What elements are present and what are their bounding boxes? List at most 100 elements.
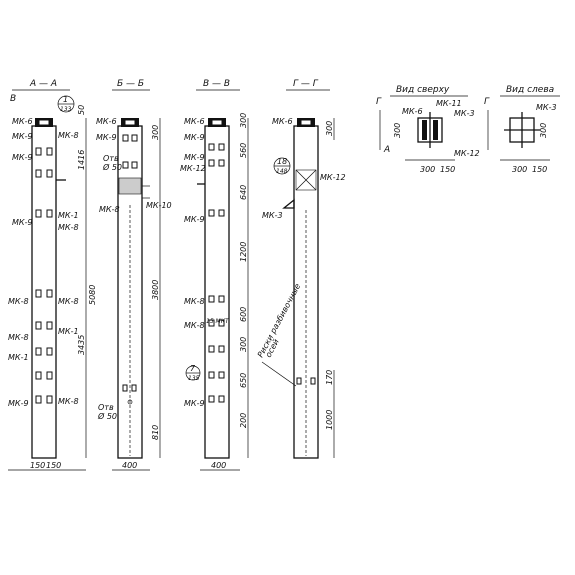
label-mk: МК-3 xyxy=(536,103,557,112)
embed-part xyxy=(35,371,42,380)
embed-part xyxy=(122,134,129,142)
section-mark: В xyxy=(10,94,16,104)
cap-opening xyxy=(211,119,223,126)
dim-value: 1200 xyxy=(239,242,248,262)
embed-part xyxy=(122,384,128,392)
plan-part xyxy=(433,120,438,140)
embed-part xyxy=(208,395,215,403)
dim-value: 400 xyxy=(211,461,226,470)
embed-part xyxy=(35,209,42,218)
label-mk: МК-8 xyxy=(58,297,79,306)
embed-part xyxy=(218,319,225,327)
embed-part xyxy=(46,169,53,178)
view-gg: Г — Г 18 148 МК-6 МК-12 МК-3 Риски разби… xyxy=(256,79,346,459)
dim-value: 300 xyxy=(512,165,527,174)
label-mk: МК-9 xyxy=(12,153,33,162)
dim-value: 400 xyxy=(122,461,137,470)
embed-part xyxy=(208,345,215,353)
side-view: Вид слева МК-3 300 300 150 xyxy=(500,85,560,174)
cut-note: Риски разбивочные xyxy=(256,282,303,359)
side-view-title: Вид слева xyxy=(506,85,554,95)
callout-top: 18 xyxy=(277,157,287,166)
dim-value: 150 xyxy=(30,461,45,470)
dim-value: 300 xyxy=(239,113,248,128)
embed-part xyxy=(218,371,225,379)
label-mk: МК-6 xyxy=(96,117,117,126)
embed-part xyxy=(46,147,53,156)
dim-value: 3435 xyxy=(77,335,86,355)
embed-part xyxy=(35,169,42,178)
embed-part xyxy=(218,345,225,353)
embed-part xyxy=(46,289,53,298)
label-mk: МК-12 xyxy=(180,164,206,173)
cap-opening xyxy=(300,119,312,126)
view-aa-title: А — А xyxy=(29,79,57,89)
ref-note: 15 МКТ xyxy=(206,318,230,325)
embed-part xyxy=(208,209,215,217)
embed-part xyxy=(208,295,215,303)
section-mark: Г xyxy=(376,97,382,107)
view-aa: А — А В 1 133 МК-6 МК-9 МК-9 МК-9 М xyxy=(8,79,97,471)
console xyxy=(282,198,295,209)
top-view-title: Вид сверху xyxy=(396,85,450,95)
label-mk: МК-8 xyxy=(184,321,205,330)
dim-value: 650 xyxy=(239,373,248,388)
label-mk: МК-8 xyxy=(184,297,205,306)
label-mk: МК-11 xyxy=(436,99,462,108)
embed-part xyxy=(131,384,137,392)
embed-plate xyxy=(295,169,317,191)
callout-top: 7 xyxy=(190,364,196,373)
dim-value: 170 xyxy=(325,370,334,385)
section-mark: А xyxy=(383,145,390,155)
dim-value: 600 xyxy=(239,307,248,322)
label-mk: МК-10 xyxy=(146,201,172,210)
hole-mark xyxy=(127,399,133,405)
embed-part xyxy=(208,143,215,151)
label-mk: МК-8 xyxy=(8,333,29,342)
label-mk: МК-8 xyxy=(58,131,79,140)
cap-opening xyxy=(38,119,50,126)
dim-value: 300 xyxy=(151,125,160,140)
dim-value: 300 xyxy=(539,123,548,138)
callout-bottom: 148 xyxy=(276,168,288,175)
callout-top: 1 xyxy=(63,95,68,104)
label-mk: МК-8 xyxy=(58,223,79,232)
hole-note: Ø 50 xyxy=(97,411,117,421)
embed-part xyxy=(131,134,138,142)
embed-part xyxy=(208,371,215,379)
section-mark: Г xyxy=(484,97,490,107)
hole-note: Отв xyxy=(98,403,114,412)
embed-part xyxy=(46,347,53,356)
embed-part xyxy=(35,321,42,330)
label-mk: МК-3 xyxy=(262,211,283,220)
embed-part xyxy=(218,143,225,151)
dim-value: 5080 xyxy=(88,285,97,305)
embed-part xyxy=(35,347,42,356)
embed-part xyxy=(310,377,316,385)
label-mk: МК-9 xyxy=(184,215,205,224)
embed-part xyxy=(218,159,225,167)
dim-value: 1000 xyxy=(325,410,334,430)
dim-value: 640 xyxy=(239,185,248,200)
hole-note: Ø 50 xyxy=(102,162,122,172)
view-bb: Б — Б МК-6 МК-9 Отв Ø 50 МК-8 МК-10 Отв … xyxy=(96,79,172,471)
dim-value: 150 xyxy=(532,165,547,174)
label-mk: МК-9 xyxy=(184,133,205,142)
label-mk: МК-9 xyxy=(12,132,33,141)
label-mk: МК-12 xyxy=(454,149,480,158)
embed-part xyxy=(218,295,225,303)
view-vv: В — В МК-6 МК-9 МК-9 МК-12 МК-9 МК-8 МК-… xyxy=(180,79,249,471)
embed-part xyxy=(131,161,138,169)
callout-bottom: 133 xyxy=(60,106,72,113)
label-mk: МК-1 xyxy=(8,353,29,362)
embed-part xyxy=(46,209,53,218)
view-vv-title: В — В xyxy=(203,79,230,89)
embed-part xyxy=(46,321,53,330)
dim-value: 150 xyxy=(440,165,455,174)
hatched-zone xyxy=(118,177,142,195)
embed-part xyxy=(218,395,225,403)
embed-part xyxy=(46,395,53,404)
label-mk: МК-8 xyxy=(99,205,120,214)
dim-value: 3800 xyxy=(151,280,160,300)
